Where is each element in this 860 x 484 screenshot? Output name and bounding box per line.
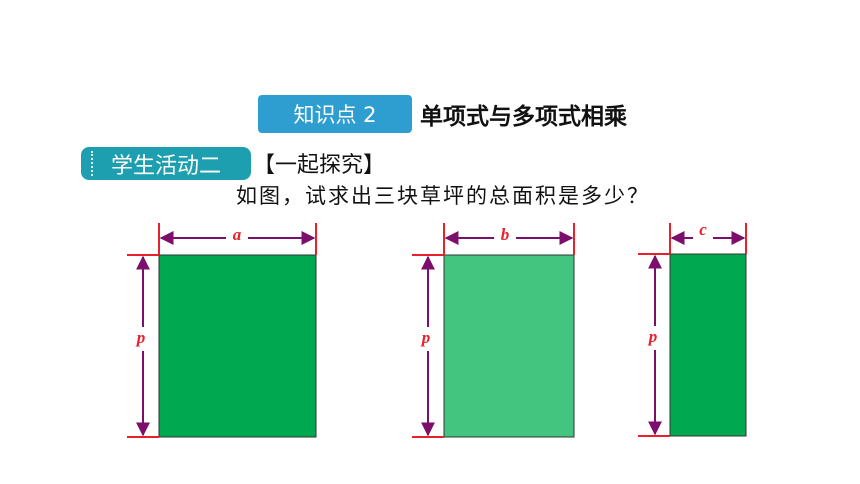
activity-badge: 学生活动二 <box>81 147 251 180</box>
lawn-c-width-label: c <box>699 220 707 239</box>
lawn-b-width-label: b <box>501 225 510 244</box>
lawn-a-width-label: a <box>233 225 242 244</box>
lawn-b-rect <box>443 254 575 438</box>
lawn-c-rect <box>669 253 747 437</box>
activity-label: 【一起探究】 <box>253 153 386 178</box>
lawn-a-rect <box>158 254 317 438</box>
knowledge-point-title: 单项式与多项式相乘 <box>420 104 627 130</box>
lawn-a: a p <box>127 223 317 438</box>
knowledge-point-badge: 知识点 2 <box>258 95 412 133</box>
lawn-b-height-label: p <box>420 328 431 347</box>
lawn-c: c p <box>638 220 747 437</box>
lawn-a-height-label: p <box>135 328 146 347</box>
question-text: 如图，试求出三块草坪的总面积是多少？ <box>236 184 650 208</box>
lawn-c-height-label: p <box>647 327 658 346</box>
lawn-b: b p <box>412 223 575 438</box>
